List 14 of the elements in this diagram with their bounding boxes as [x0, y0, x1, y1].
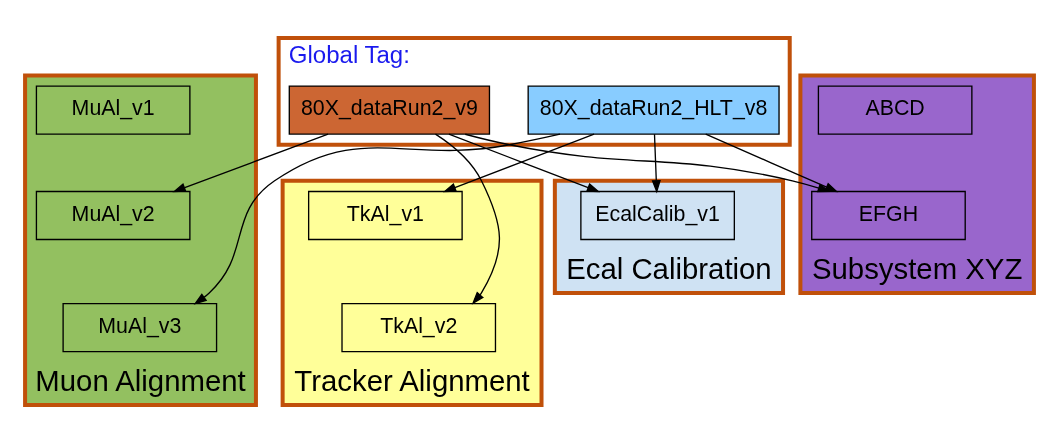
node-box: 80X_dataRun2_HLT_v8 [527, 84, 780, 135]
node-box: MuAl_v1 [35, 84, 191, 135]
arrow [651, 133, 661, 193]
arrow [172, 133, 329, 192]
arrow [193, 133, 561, 305]
node-box: EcalCalib_v1 [580, 190, 735, 240]
node-box: TkAl_v2 [341, 302, 497, 352]
arrow [434, 133, 501, 305]
node-box: MuAl_v3 [62, 302, 218, 352]
node-box: 80X_dataRun2_v9 [288, 84, 491, 135]
node-box: MuAl_v2 [35, 190, 191, 240]
node-box: ABCD [817, 84, 973, 135]
node-box: EFGH [811, 190, 966, 240]
node-box: TkAl_v1 [308, 190, 463, 240]
